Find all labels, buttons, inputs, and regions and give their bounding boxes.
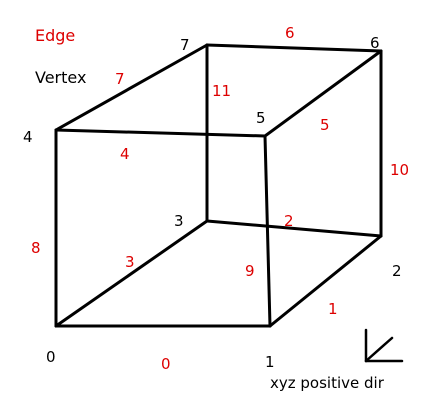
edge-label-5: 5 <box>320 116 330 134</box>
edge-label-9: 9 <box>245 262 255 280</box>
edge-labels: 0 1 2 3 4 5 6 7 8 9 10 11 <box>31 24 409 373</box>
axis-line-diagonal <box>364 336 394 363</box>
edge-line-6 <box>205 43 383 53</box>
edge-label-0: 0 <box>161 355 171 373</box>
vertex-label-1: 1 <box>265 353 275 371</box>
edge-label-10: 10 <box>390 161 409 179</box>
vertex-label-6: 6 <box>370 34 380 52</box>
cube-edges <box>54 43 383 328</box>
edge-line-3 <box>54 219 209 328</box>
vertex-labels: 0 1 2 3 4 5 6 7 <box>23 34 402 371</box>
edge-label-8: 8 <box>31 239 41 257</box>
edge-label-2: 2 <box>284 212 294 230</box>
axis-label: xyz positive dir <box>270 374 385 392</box>
vertex-label-5: 5 <box>256 109 266 127</box>
edge-line-9 <box>263 134 272 328</box>
edge-label-11: 11 <box>212 82 231 100</box>
vertex-label-4: 4 <box>23 128 33 146</box>
edge-label-4: 4 <box>120 145 130 163</box>
edge-label-6: 6 <box>285 24 295 42</box>
edge-label-3: 3 <box>125 253 135 271</box>
axis-indicator <box>364 328 404 363</box>
vertex-label-0: 0 <box>46 348 56 366</box>
edge-line-5 <box>263 49 383 138</box>
edge-label-7: 7 <box>115 70 125 88</box>
edge-label-1: 1 <box>328 300 338 318</box>
edge-line-7 <box>54 43 209 132</box>
edge-line-2 <box>205 219 383 238</box>
edge-line-1 <box>268 234 383 328</box>
vertex-label-3: 3 <box>174 212 184 230</box>
vertex-label-7: 7 <box>180 36 190 54</box>
legend-edge-title: Edge <box>35 26 75 45</box>
legend-vertex-title: Vertex <box>35 68 86 87</box>
vertex-label-2: 2 <box>392 262 402 280</box>
edge-line-4 <box>54 128 267 138</box>
